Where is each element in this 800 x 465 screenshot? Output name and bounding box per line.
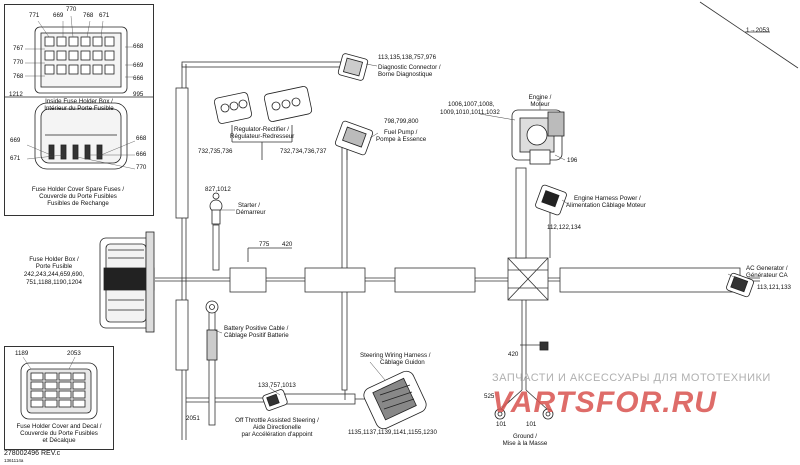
spare-callout-671: 671 (10, 155, 21, 162)
cover-ref-2053: 2053 (67, 350, 81, 357)
fuse-holder-refs-2: 751,1188,1190,1204 (26, 279, 82, 286)
engine-label-2: Moteur (530, 101, 550, 108)
callout-771: 771 (29, 12, 40, 19)
throttle-ref-2051: 2051 (186, 415, 200, 422)
callout-770-top: 770 (66, 6, 77, 13)
doc-reference: 278002496 REV.c (4, 450, 61, 457)
diagnostic-label-2: Borne Diagnostique (378, 71, 433, 78)
ac-generator-refs: 113,121,133 (757, 284, 791, 291)
callout-995: 995 (133, 91, 144, 98)
engine-drawing (511, 109, 565, 165)
fuse-holder-box-drawing (99, 231, 155, 333)
inset-inside-fuse-box: 771 669 770 768 671 767 770 768 668 669 … (4, 4, 154, 216)
fuel-pump-refs: 798,799,800 (384, 118, 419, 125)
diagnostic-label-1: Diagnostic Connector / (378, 64, 441, 71)
engine-refs-1: 1006,1007,1008, (448, 101, 495, 108)
callout-669-top: 669 (53, 12, 64, 19)
spare-fuses-title-2: Couvercle du Porte Fusibles (39, 193, 117, 200)
callout-767: 767 (13, 45, 24, 52)
fuel-pump-connector-drawing (334, 120, 374, 156)
inset-cover-drawing (20, 356, 98, 420)
spare-callout-666: 666 (136, 151, 147, 158)
spare-callout-668: 668 (136, 135, 147, 142)
spare-fuses-title-3: Fusibles de Rechange (47, 200, 109, 207)
battery-cable-drawing (205, 300, 219, 361)
ground-ref-101-left: 101 (496, 421, 507, 428)
fuel-pump-label-1: Fuel Pump / (384, 129, 418, 136)
inset-cover-decal: 1189 2053 Fuse Holder Cover and Decal / … (4, 346, 114, 450)
engine-harness-label-2: Alimentation Câblage Moteur (566, 202, 646, 209)
cover-title-1: Fuse Holder Cover and Decal / (16, 423, 102, 430)
starter-drawing (209, 192, 223, 225)
inset-fuse-box-drawing (5, 15, 153, 170)
ground-label-1: Ground / (512, 433, 538, 440)
callout-770-left: 770 (13, 59, 24, 66)
ac-generator-connector-drawing (726, 272, 754, 298)
callout-768-left: 768 (13, 73, 24, 80)
callout-668: 668 (133, 43, 144, 50)
cover-ref-1189: 1189 (15, 350, 29, 357)
doc-small-code: 1361114a (4, 458, 24, 463)
steering-label-2: Câblage Guidon (380, 359, 425, 366)
steering-refs: 1135,1137,1139,1141,1155,1230 (348, 429, 437, 436)
regulator-refs-right: 732,734,736,737 (280, 148, 327, 155)
ground-terminals-drawing (494, 341, 554, 420)
diagnostic-refs: 113,135,138,757,976 (378, 54, 437, 61)
diagnostic-connector-drawing (337, 53, 369, 81)
callout-666-right: 666 (133, 75, 144, 82)
regulator-label-2: Régulateur-Redresseur (230, 133, 295, 140)
engine-refs-2: 1009,1010,1011,1032 (440, 109, 500, 116)
steering-label-1: Steering Wiring Harness / (360, 352, 431, 359)
inset-fuse-box-title-1: Inside Fuse Holder Box / (45, 98, 113, 105)
fuse-holder-title-2: Porte Fusible (35, 263, 73, 270)
callout-669-right: 669 (133, 62, 144, 69)
callout-671-top: 671 (99, 12, 110, 19)
throttle-refs: 133,757,1013 (258, 382, 296, 389)
fuel-pump-label-2: Pompe à Essence (376, 136, 427, 143)
engine-label-1: Engine / (528, 94, 552, 101)
fuse-holder-title-1: Fuse Holder Box / (29, 256, 79, 263)
cover-title-3: et Décalque (42, 437, 76, 444)
inset-fuse-box-title-2: Intérieur du Porte Fusible (44, 105, 114, 112)
starter-label-2: Démarreur (236, 209, 266, 216)
engine-harness-refs: 112,122,134 (547, 224, 581, 231)
steering-connector-drawing (363, 370, 427, 430)
callout-1212: 1212 (9, 91, 23, 98)
throttle-label-3: par Accélération d'appoint (241, 431, 313, 438)
fuse-holder-refs-1: 242,243,244,659,690, (23, 271, 85, 278)
center-ref-775: 775 (259, 241, 270, 248)
regulator-refs-left: 732,735,736 (198, 148, 233, 155)
regulator-connectors-drawing (214, 86, 313, 124)
ground-ref-525: 525 (484, 393, 495, 400)
ground-label-2: Mise à la Masse (502, 440, 548, 447)
watermark-text: ЗАПЧАСТИ И АКСЕССУАРЫ ДЛЯ МОТОТЕХНИКИ (492, 372, 771, 384)
callout-768-top: 768 (83, 12, 94, 19)
throttle-label-2: Aide Directionelle (252, 424, 302, 431)
battery-label-1: Battery Positive Cable / (224, 325, 289, 332)
ground-ref-101-right: 101 (526, 421, 537, 428)
watermark-brand: VARTSFOR.RU (492, 386, 717, 419)
ac-generator-label-1: AC Generator / (746, 265, 788, 272)
starter-refs: 827,1012 (205, 186, 231, 193)
spare-callout-770: 770 (136, 164, 147, 171)
throttle-connector-drawing (262, 389, 288, 411)
top-right-reference: 1→2053 (746, 27, 770, 34)
engine-harness-label-1: Engine Harness Power / (574, 195, 641, 202)
engine-harness-connector-drawing (535, 184, 567, 216)
ground-ref-420: 420 (508, 351, 519, 358)
ac-generator-label-2: Générateur CA (746, 272, 788, 279)
spare-fuses-title-1: Fuse Holder Cover Spare Fuses / (31, 186, 125, 193)
center-ref-420: 420 (282, 241, 293, 248)
starter-label-1: Starter / (238, 202, 261, 209)
regulator-label-1: Regulator-Rectifier / (234, 126, 290, 133)
throttle-label-1: Off Throttle Assisted Steering / (235, 417, 319, 424)
cover-title-2: Couvercle du Porte Fusibles (20, 430, 98, 437)
battery-label-2: Câblage Positif Batterie (224, 332, 289, 339)
spare-callout-669: 669 (10, 137, 21, 144)
engine-ref-196: 196 (567, 157, 578, 164)
